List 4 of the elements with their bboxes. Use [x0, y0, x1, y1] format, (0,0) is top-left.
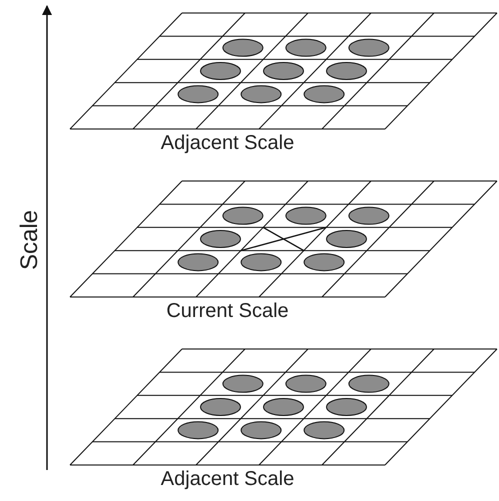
layer-label: Adjacent Scale: [160, 132, 294, 155]
layer-label: Current Scale: [166, 300, 289, 323]
layer-label: Adjacent Scale: [160, 468, 294, 491]
axis-label: Scale: [16, 210, 44, 270]
